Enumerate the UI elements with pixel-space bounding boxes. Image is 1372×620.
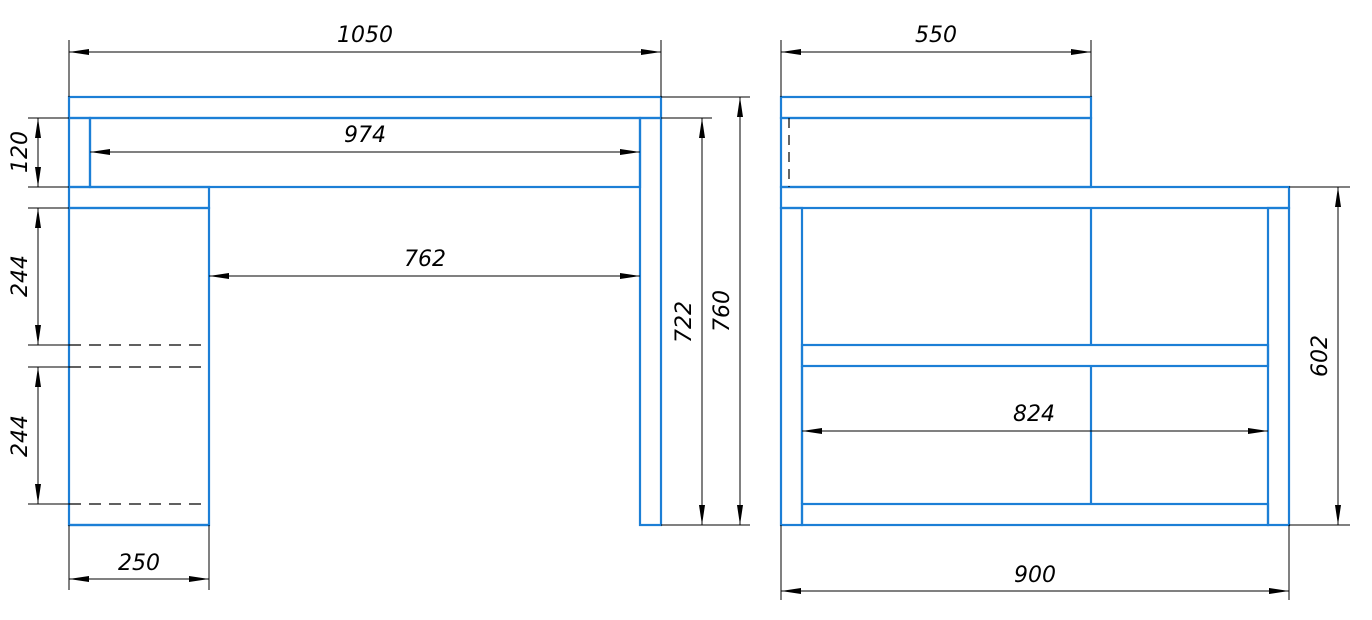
dimension-leg-height: 722 — [672, 118, 705, 525]
dimension-drawer-height-bottom: 244 — [8, 367, 41, 504]
dimension-top-rail-height: 120 — [8, 118, 41, 187]
right-leg-panel — [638, 116, 663, 527]
side-view: 550 824 602 900 — [779, 23, 1350, 600]
dimension-label-244-bottom: 244 — [8, 415, 33, 457]
dimension-label-974: 974 — [344, 123, 386, 148]
dimension-label-602: 602 — [1308, 335, 1333, 377]
shelf-middle-board — [800, 343, 1270, 368]
dimension-label-760: 760 — [710, 290, 735, 332]
dimension-shelf-height: 602 — [1308, 187, 1341, 525]
side-upper-panel — [779, 116, 1093, 189]
dimension-inner-width: 974 — [90, 123, 640, 155]
dimension-label-722: 722 — [672, 301, 697, 343]
dimension-overall-width: 1050 — [69, 23, 661, 55]
shelf-top-board — [779, 185, 1291, 210]
shelf-right-post — [1266, 206, 1291, 527]
dimension-label-244-top: 244 — [8, 255, 33, 297]
dimension-label-762: 762 — [404, 247, 446, 272]
pedestal-top-board — [67, 185, 211, 210]
dimension-label-824: 824 — [1013, 402, 1055, 427]
dimension-label-120: 120 — [8, 131, 33, 173]
dimension-label-550: 550 — [915, 23, 957, 48]
dimension-top-width: 550 — [781, 23, 1091, 55]
dimension-opening-width: 762 — [209, 247, 640, 279]
dimension-pedestal-width: 250 — [69, 551, 209, 582]
desktop-top-board — [67, 95, 663, 120]
front-view: 1050 974 762 250 120 — [8, 23, 750, 590]
dimension-shelf-inner-width: 824 — [802, 402, 1268, 434]
shelf-bottom-board — [800, 502, 1270, 527]
dimension-side-overall-width: 900 — [781, 563, 1289, 594]
dimension-label-900: 900 — [1014, 563, 1056, 588]
dimension-label-250: 250 — [118, 551, 160, 576]
dimension-drawer-height-top: 244 — [8, 208, 41, 345]
side-top-board — [779, 95, 1093, 120]
left-upright-post — [67, 116, 92, 189]
dimension-overall-height: 760 — [710, 97, 743, 525]
shelf-left-post — [779, 206, 804, 527]
dimension-label-1050: 1050 — [337, 23, 393, 48]
